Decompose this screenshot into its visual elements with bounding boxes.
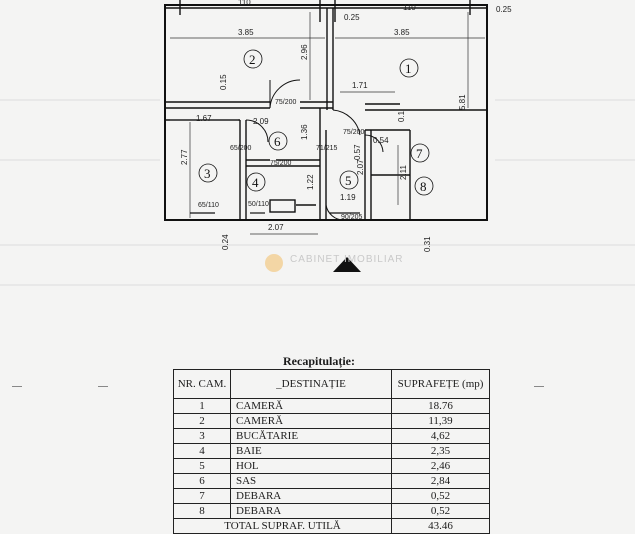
header-suprafete: SUPRAFEȚE (mp) — [391, 369, 490, 399]
room-2-number: 2 — [249, 52, 256, 67]
dim-0-15: 0.15 — [219, 74, 228, 90]
room-5-number: 5 — [345, 173, 352, 188]
row-destinatie: CAMERĂ — [230, 413, 392, 429]
room-3-number: 3 — [204, 166, 211, 181]
dim-2-07: 2.07 — [356, 159, 365, 175]
row-suprafata: 4,62 — [391, 428, 490, 444]
dim-1-22: 1.22 — [306, 174, 315, 190]
dim-1-67: 1.67 — [196, 114, 212, 123]
dim-2-09: 2.09 — [253, 117, 269, 126]
top-window-dim-left: 110 — [238, 0, 251, 7]
row-nr: 1 — [173, 398, 231, 414]
row-nr: 7 — [173, 488, 231, 504]
recap-title: Recapitulație: — [283, 354, 355, 368]
door-50-110: 50/110 — [248, 201, 269, 208]
room-6-number: 6 — [274, 134, 281, 149]
row-nr: 2 — [173, 413, 231, 429]
top-window-dim-right: 110 — [403, 3, 416, 12]
table-total-row: TOTAL SUPRAF. UTILĂ 43.46 — [173, 518, 490, 534]
door-90-205: 90/205 — [341, 214, 363, 221]
total-label: TOTAL SUPRAF. UTILĂ — [173, 518, 392, 534]
row-nr: 6 — [173, 473, 231, 489]
dim-1-36: 1.36 — [300, 124, 309, 140]
door-75-200-a: 75/200 — [275, 99, 297, 106]
dim-2-11: 2.11 — [399, 164, 408, 180]
room-8-number: 8 — [420, 179, 427, 194]
row-nr: 3 — [173, 428, 231, 444]
floor-plan-drawing: 110 0.25 110 0.25 3.85 3.85 2.96 5.81 2.… — [0, 0, 635, 286]
room-7-number: 7 — [416, 146, 423, 161]
room1-width: 3.85 — [394, 28, 410, 37]
dim-0-24: 0.24 — [221, 234, 230, 250]
dim-0-57: 0.57 — [353, 144, 362, 160]
header-nr: NR. CAM. — [173, 369, 231, 399]
watermark: CABINET IMOBILIAR — [265, 254, 404, 272]
door-65-110: 65/110 — [198, 202, 219, 209]
row-suprafata: 0,52 — [391, 503, 490, 519]
row-nr: 4 — [173, 443, 231, 459]
row-destinatie: DEBARA — [230, 503, 392, 519]
room-1-number: 1 — [405, 61, 412, 76]
row-destinatie: SAS — [230, 473, 392, 489]
side-mark-left — [12, 386, 22, 387]
right-wall-dim: 0.25 — [496, 5, 512, 14]
row-destinatie: DEBARA — [230, 488, 392, 504]
side-mark-right — [534, 386, 544, 387]
door-65-200: 65/200 — [230, 145, 252, 152]
row-destinatie: BAIE — [230, 443, 392, 459]
row-suprafata: 2,35 — [391, 443, 490, 459]
row-nr: 8 — [173, 503, 231, 519]
entrance-arrow-icon — [333, 257, 361, 272]
dim-2-77: 2.77 — [180, 149, 189, 165]
side-mark-left-2 — [98, 386, 108, 387]
dim-1-71: 1.71 — [352, 81, 368, 90]
dim-2-07-bottom: 2.07 — [268, 223, 284, 232]
row-suprafata: 18.76 — [391, 398, 490, 414]
door-75-200-b: 75/200 — [270, 160, 292, 167]
row-suprafata: 0,52 — [391, 488, 490, 504]
dim-1-19: 1.19 — [340, 193, 356, 202]
header-destinatie: _DESTINAȚIE — [230, 369, 392, 399]
row-nr: 5 — [173, 458, 231, 474]
total-value: 43.46 — [391, 518, 490, 534]
dim-0-1: 0.1 — [397, 110, 406, 122]
door-71-215: 71/215 — [316, 145, 338, 152]
dim-2-96: 2.96 — [300, 44, 309, 60]
row-suprafata: 2,84 — [391, 473, 490, 489]
row-destinatie: HOL — [230, 458, 392, 474]
top-wall-dim: 0.25 — [344, 13, 360, 22]
table-header-row: NR. CAM. _DESTINAȚIE SUPRAFEȚE (mp) — [173, 369, 490, 399]
door-75-200-c: 75/200 — [343, 129, 365, 136]
dim-0-31: 0.31 — [423, 236, 432, 252]
row-suprafata: 2,46 — [391, 458, 490, 474]
row-destinatie: CAMERĂ — [230, 398, 392, 414]
dim-5-81: 5.81 — [458, 94, 467, 110]
watermark-text: CABINET IMOBILIAR — [290, 254, 404, 265]
dim-0-54: 0.54 — [373, 136, 389, 145]
row-suprafata: 11,39 — [391, 413, 490, 429]
row-destinatie: BUCĂTARIE — [230, 428, 392, 444]
room-4-number: 4 — [252, 175, 259, 190]
room2-width: 3.85 — [238, 28, 254, 37]
